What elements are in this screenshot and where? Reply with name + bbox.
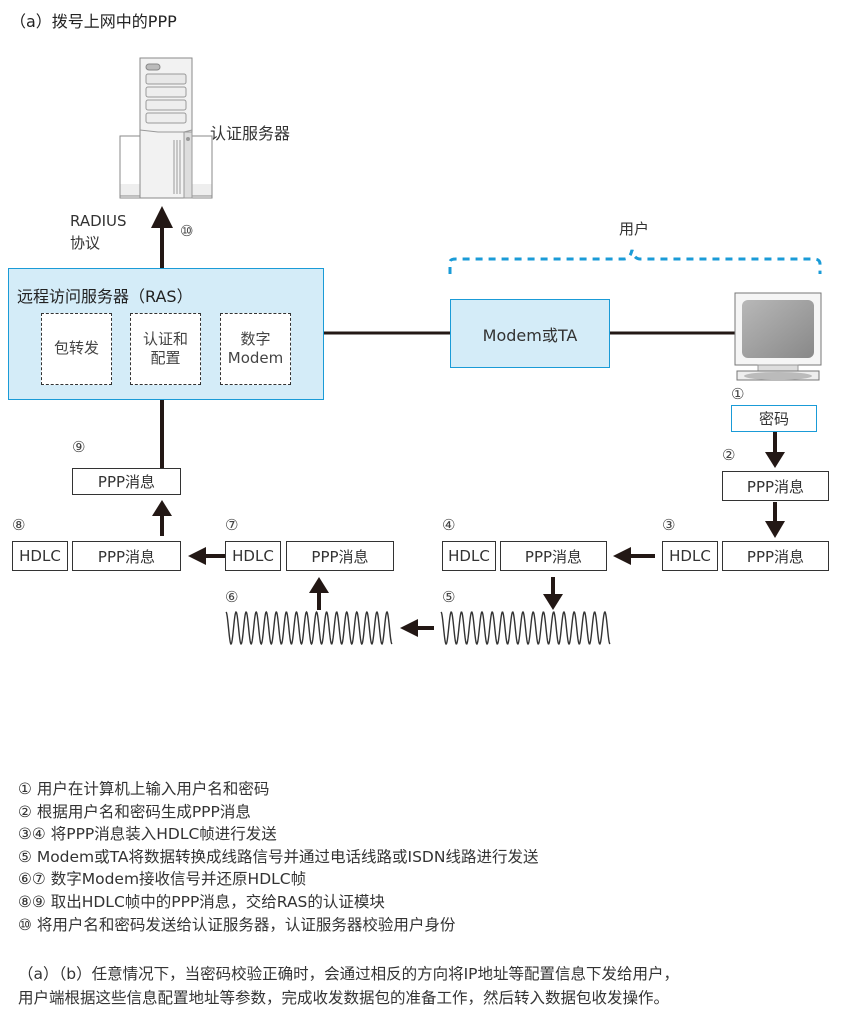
step-2-marker: ② [722, 446, 736, 464]
computer-monitor-icon [734, 292, 822, 381]
radius-label: RADIUS [70, 212, 127, 230]
hdlc-header-box: HDLC [225, 541, 281, 571]
radius-protocol-label: 协议 [70, 234, 101, 252]
step-10-marker: ⑩ [180, 222, 194, 240]
ppp-message-box: PPP消息 [72, 468, 181, 495]
footnote: （a）（b）任意情况下，当密码校验正确时，会通过相反的方向将IP地址等配置信息下… [18, 962, 679, 1010]
arrow-up-icon [151, 206, 173, 228]
arrow-down-icon [543, 594, 563, 610]
arrow-left-icon [613, 547, 631, 565]
server-tower-icon [119, 57, 213, 199]
figure-title: （a）拨号上网中的PPP [10, 12, 177, 31]
arrow-down-icon [765, 452, 785, 468]
ppp-message-box: PPP消息 [72, 541, 181, 571]
hdlc-header-box: HDLC [12, 541, 68, 571]
ras-title: 远程访问服务器（RAS） [17, 287, 193, 306]
password-box: 密码 [731, 405, 817, 432]
step-1-marker: ① [731, 385, 745, 403]
step-legend: ① 用户在计算机上输入用户名和密码 ② 根据用户名和密码生成PPP消息 ③④ 将… [18, 778, 538, 936]
ras-module-packet-forwarding: 包转发 [41, 313, 112, 385]
hdlc-header-box: HDLC [442, 541, 496, 571]
legend-item: ⑤ Modem或TA将数据转换成线路信号并通过电话线路或ISDN线路进行发送 [18, 847, 539, 866]
arrow-left-icon [400, 619, 418, 637]
legend-item: ① 用户在计算机上输入用户名和密码 [18, 780, 270, 798]
ppp-message-box: PPP消息 [286, 541, 394, 571]
legend-item: ⑥⑦ 数字Modem接收信号并还原HDLC帧 [18, 870, 307, 889]
legend-item: ③④ 将PPP消息装入HDLC帧进行发送 [18, 825, 277, 844]
user-group-label: 用户 [619, 220, 650, 238]
arrow-up-icon [309, 577, 329, 593]
footnote-line: 用户端根据这些信息配置地址等参数，完成收发数据包的准备工作，然后转入数据包收发操… [18, 989, 670, 1007]
step-4-marker: ④ [442, 516, 456, 534]
step-9-marker: ⑨ [72, 438, 86, 456]
user-group-brace [448, 249, 822, 274]
signal-wave-icon [225, 610, 393, 646]
legend-item: ⑩ 将用户名和密码发送给认证服务器，认证服务器校验用户身份 [18, 915, 456, 934]
ras-module-auth-config: 认证和 配置 [130, 313, 201, 385]
arrow-left-icon [188, 547, 206, 565]
ppp-message-box: PPP消息 [722, 541, 829, 571]
legend-item: ② 根据用户名和密码生成PPP消息 [18, 802, 251, 821]
step-7-marker: ⑦ [225, 516, 239, 534]
ras-module-digital-modem: 数字 Modem [220, 313, 291, 385]
step-6-marker: ⑥ [225, 588, 239, 606]
auth-server-label: 认证服务器 [210, 124, 291, 143]
footnote-line: （a）（b）任意情况下，当密码校验正确时，会通过相反的方向将IP地址等配置信息下… [18, 965, 680, 983]
hdlc-header-box: HDLC [662, 541, 718, 571]
step-8-marker: ⑧ [12, 516, 26, 534]
signal-wave-icon [440, 610, 611, 646]
ppp-message-box: PPP消息 [722, 471, 829, 501]
ras-box: 远程访问服务器（RAS） 包转发 认证和 配置 数字 Modem [8, 268, 324, 400]
ppp-message-box: PPP消息 [500, 541, 607, 571]
arrow-up-icon [152, 500, 172, 516]
modem-ta-box: Modem或TA [450, 299, 610, 368]
legend-item: ⑧⑨ 取出HDLC帧中的PPP消息，交给RAS的认证模块 [18, 892, 385, 911]
arrow-down-icon [765, 521, 785, 538]
step-3-marker: ③ [662, 516, 676, 534]
step-5-marker: ⑤ [442, 588, 456, 606]
